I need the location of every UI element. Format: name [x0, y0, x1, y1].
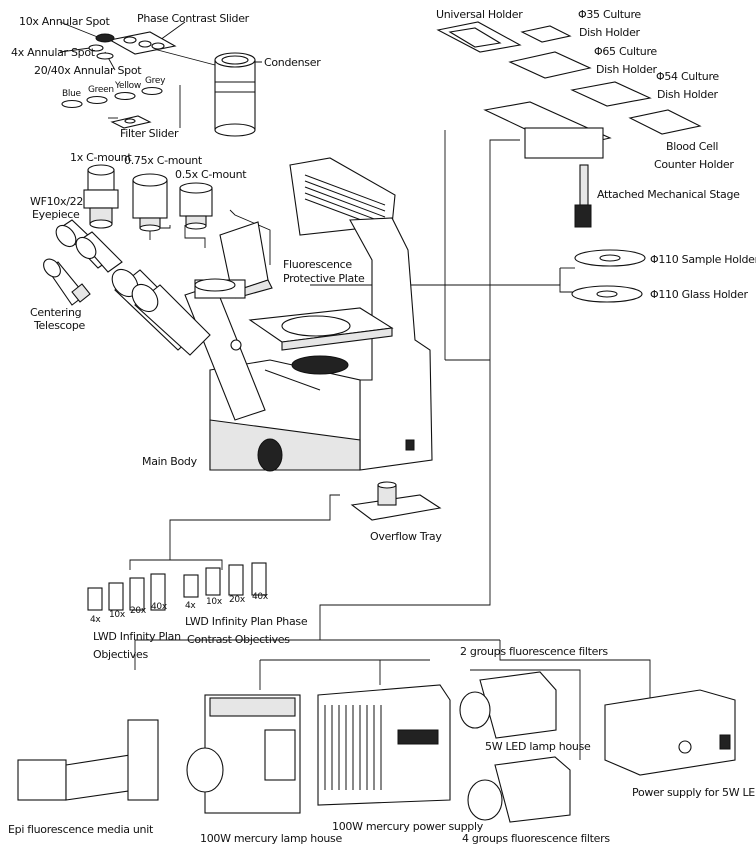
- mercury-power-supply-icon: [317, 684, 451, 806]
- label-mercury-supply: 100W mercury power supply: [332, 820, 484, 833]
- label-lwd-phase-2: Contrast Objectives: [187, 633, 290, 646]
- label-led-house: 5W LED lamp house: [485, 740, 591, 753]
- label-led-supply: Power supply for 5W LED: [632, 786, 756, 799]
- label-dish65-1: Φ65 Culture: [594, 45, 657, 58]
- label-blood-2: Counter Holder: [654, 158, 734, 171]
- annular-spot-4x: [88, 44, 104, 52]
- label-eyepiece-2: Eyepiece: [32, 208, 80, 221]
- label-dish54-1: Φ54 Culture: [656, 70, 719, 83]
- label-fluor-4groups: 4 groups fluorescence filters: [462, 832, 610, 845]
- label-glass-holder: Φ110 Glass Holder: [650, 288, 748, 301]
- objectives-phase-icons: [183, 562, 267, 598]
- led-lamp-house-icon: [459, 671, 557, 739]
- obj-phase-1: 10x: [206, 597, 223, 607]
- phase-contrast-slider: [108, 31, 177, 55]
- label-fluor-2groups: 2 groups fluorescence filters: [460, 645, 608, 658]
- filter-slider: [110, 115, 152, 129]
- label-eyepiece-1: WF10x/22: [30, 195, 83, 208]
- led-power-supply-icon: [604, 689, 736, 776]
- obj-plan-2: 20x: [130, 606, 147, 616]
- obj-phase-3: 40x: [252, 592, 269, 602]
- cmount-075x-icon: [132, 173, 168, 232]
- label-cmount-075x: 0.75x C-mount: [124, 154, 203, 167]
- filter-colors: [61, 86, 163, 109]
- label-sample-holder: Φ110 Sample Holder: [650, 253, 756, 266]
- label-blue: Blue: [62, 89, 81, 99]
- cmount-1x-icon: [83, 164, 119, 229]
- blood-counter-holder-icon: [628, 109, 702, 135]
- label-fluor-plate-2: Protective Plate: [283, 272, 365, 285]
- annular-spot-10x: [95, 33, 115, 43]
- condenser-icon: [214, 52, 256, 137]
- label-telescope-2: Telescope: [33, 319, 86, 332]
- label-dish35-1: Φ35 Culture: [578, 8, 641, 21]
- overflow-tray-icon: [350, 481, 442, 521]
- label-cmount-1x: 1x C-mount: [70, 151, 132, 164]
- universal-holder-icon: [436, 21, 522, 53]
- obj-plan-0: 4x: [90, 615, 101, 625]
- cmount-05x-icon: [179, 182, 213, 230]
- label-blood-1: Blood Cell: [666, 140, 718, 153]
- dish35-holder-icon: [520, 25, 572, 43]
- epi-fluorescence-unit-icon: [17, 719, 159, 801]
- obj-plan-3: 40x: [151, 602, 168, 612]
- label-lwd-plan-2: Objectives: [93, 648, 148, 661]
- obj-phase-0: 4x: [185, 601, 196, 611]
- annular-spot-20-40x: [96, 52, 114, 60]
- label-main-body: Main Body: [142, 455, 198, 468]
- mercury-lamp-house-icon: [186, 694, 301, 814]
- four-group-filters-icon: [467, 756, 571, 823]
- label-dish65-2: Dish Holder: [596, 63, 658, 76]
- label-condenser: Condenser: [264, 56, 321, 69]
- label-green: Green: [88, 85, 114, 95]
- objectives-plan-icons: [87, 573, 166, 611]
- dish65-holder-icon: [508, 51, 592, 79]
- label-yellow: Yellow: [114, 81, 141, 91]
- label-grey: Grey: [145, 76, 166, 86]
- label-universal-holder: Universal Holder: [436, 8, 523, 21]
- obj-plan-1: 10x: [109, 610, 126, 620]
- label-lwd-phase-1: LWD Infinity Plan Phase: [185, 615, 308, 628]
- label-annular-20-40x: 20/40x Annular Spot: [34, 64, 142, 77]
- label-annular-4x: 4x Annular Spot: [11, 46, 96, 59]
- label-mech-stage: Attached Mechanical Stage: [597, 188, 740, 201]
- label-mercury-house: 100W mercury lamp house: [200, 832, 342, 845]
- dish54-holder-icon: [570, 81, 652, 107]
- label-phase-slider: Phase Contrast Slider: [137, 12, 250, 25]
- label-cmount-05x: 0.5x C-mount: [175, 168, 247, 181]
- label-fluor-plate-1: Fluorescence: [283, 258, 352, 271]
- leader-lines: [59, 21, 651, 760]
- labels: 10x Annular Spot Phase Contrast Slider 4…: [8, 8, 756, 845]
- label-filter-slider: Filter Slider: [120, 127, 179, 140]
- main-body: [111, 157, 433, 472]
- label-annular-10x: 10x Annular Spot: [19, 15, 110, 28]
- label-dish35-2: Dish Holder: [579, 26, 641, 39]
- label-overflow-tray: Overflow Tray: [370, 530, 442, 543]
- label-epi-unit: Epi fluorescence media unit: [8, 823, 154, 836]
- eyepiece-icon: [55, 219, 123, 273]
- obj-phase-2: 20x: [229, 595, 246, 605]
- label-telescope-1: Centering: [30, 306, 81, 319]
- mechanical-stage-icon: [483, 101, 612, 228]
- label-lwd-plan-1: LWD Infinity Plan: [93, 630, 181, 643]
- label-dish54-2: Dish Holder: [657, 88, 719, 101]
- centering-telescope-icon: [43, 258, 91, 306]
